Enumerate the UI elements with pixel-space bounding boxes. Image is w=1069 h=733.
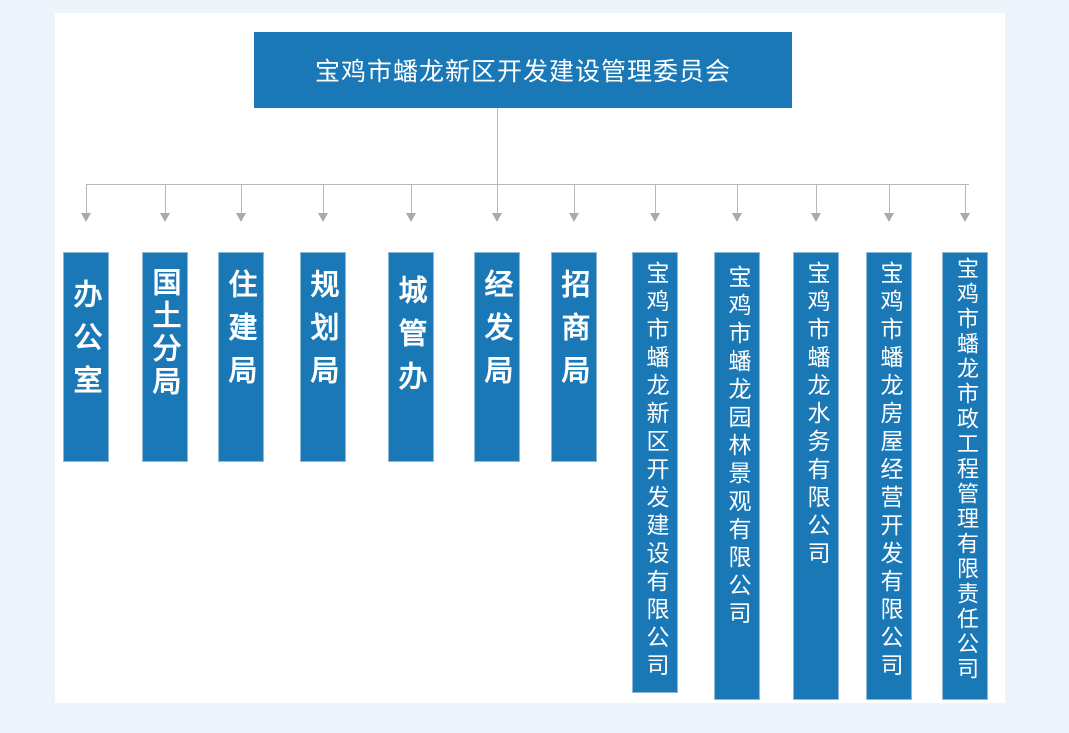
unit-label: 宝鸡市蟠龙市政工程管理有限责任公司 bbox=[953, 257, 978, 682]
unit-label: 办公室 bbox=[69, 279, 103, 408]
unit-node: 招商局 bbox=[551, 252, 597, 462]
arrow-down-icon bbox=[811, 213, 821, 222]
arrow-down-icon bbox=[732, 213, 742, 222]
unit-node: 城管办 bbox=[388, 252, 434, 462]
branch-line bbox=[411, 184, 412, 214]
arrow-down-icon bbox=[160, 213, 170, 222]
root-node: 宝鸡市蟠龙新区开发建设管理委员会 bbox=[254, 32, 792, 108]
unit-label: 住建局 bbox=[224, 269, 258, 398]
arrow-down-icon bbox=[569, 213, 579, 222]
unit-node: 国土分局 bbox=[142, 252, 188, 462]
chart-panel bbox=[55, 13, 1005, 703]
branch-line bbox=[737, 184, 738, 214]
branch-line bbox=[323, 184, 324, 214]
arrow-down-icon bbox=[492, 213, 502, 222]
branch-line bbox=[816, 184, 817, 214]
unit-label: 宝鸡市蟠龙新区开发建设有限公司 bbox=[642, 261, 668, 681]
branch-line bbox=[574, 184, 575, 214]
branch-line bbox=[165, 184, 166, 214]
unit-label: 经发局 bbox=[480, 269, 514, 398]
unit-label: 城管办 bbox=[394, 275, 428, 404]
unit-node: 宝鸡市蟠龙水务有限公司 bbox=[793, 252, 839, 700]
unit-node: 宝鸡市蟠龙新区开发建设有限公司 bbox=[632, 252, 678, 693]
bus-line bbox=[86, 184, 969, 185]
arrow-down-icon bbox=[318, 213, 328, 222]
branch-line bbox=[497, 184, 498, 214]
unit-node: 办公室 bbox=[63, 252, 109, 462]
arrow-down-icon bbox=[884, 213, 894, 222]
unit-node: 经发局 bbox=[474, 252, 520, 462]
root-node-label: 宝鸡市蟠龙新区开发建设管理委员会 bbox=[314, 57, 731, 86]
branch-line bbox=[655, 184, 656, 214]
arrow-down-icon bbox=[960, 213, 970, 222]
arrow-down-icon bbox=[406, 213, 416, 222]
unit-node: 宝鸡市蟠龙房屋经营开发有限公司 bbox=[866, 252, 912, 700]
unit-label: 国土分局 bbox=[148, 267, 182, 399]
unit-label: 宝鸡市蟠龙园林景观有限公司 bbox=[724, 265, 750, 629]
unit-node: 宝鸡市蟠龙市政工程管理有限责任公司 bbox=[942, 252, 988, 700]
arrow-down-icon bbox=[81, 213, 91, 222]
unit-node: 宝鸡市蟠龙园林景观有限公司 bbox=[714, 252, 760, 700]
trunk-line bbox=[497, 108, 498, 184]
arrow-down-icon bbox=[236, 213, 246, 222]
branch-line bbox=[86, 184, 87, 214]
branch-line bbox=[889, 184, 890, 214]
arrow-down-icon bbox=[650, 213, 660, 222]
unit-label: 规划局 bbox=[306, 269, 340, 398]
branch-line bbox=[241, 184, 242, 214]
unit-node: 规划局 bbox=[300, 252, 346, 462]
unit-label: 宝鸡市蟠龙房屋经营开发有限公司 bbox=[876, 261, 902, 681]
unit-label: 招商局 bbox=[557, 269, 591, 398]
branch-line bbox=[965, 184, 966, 214]
unit-label: 宝鸡市蟠龙水务有限公司 bbox=[803, 261, 829, 569]
unit-node: 住建局 bbox=[218, 252, 264, 462]
